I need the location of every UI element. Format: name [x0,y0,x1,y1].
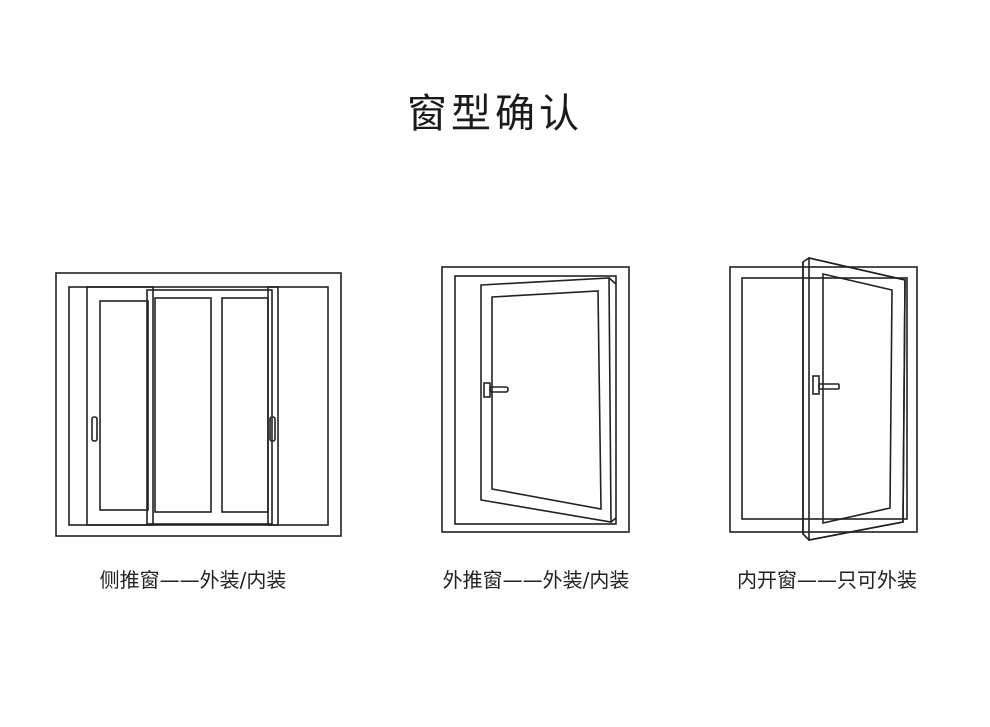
inward-casement-window-icon [729,256,921,542]
outward-casement-window-icon [441,266,631,534]
page-title: 窗型确认 [407,91,583,137]
sliding-window-icon [55,272,343,538]
inward-casement-caption: 内开窗——只可外装 [737,568,917,592]
sliding-window-caption: 侧推窗——外装/内装 [99,568,287,592]
outward-casement-caption: 外推窗——外装/内装 [442,568,630,592]
